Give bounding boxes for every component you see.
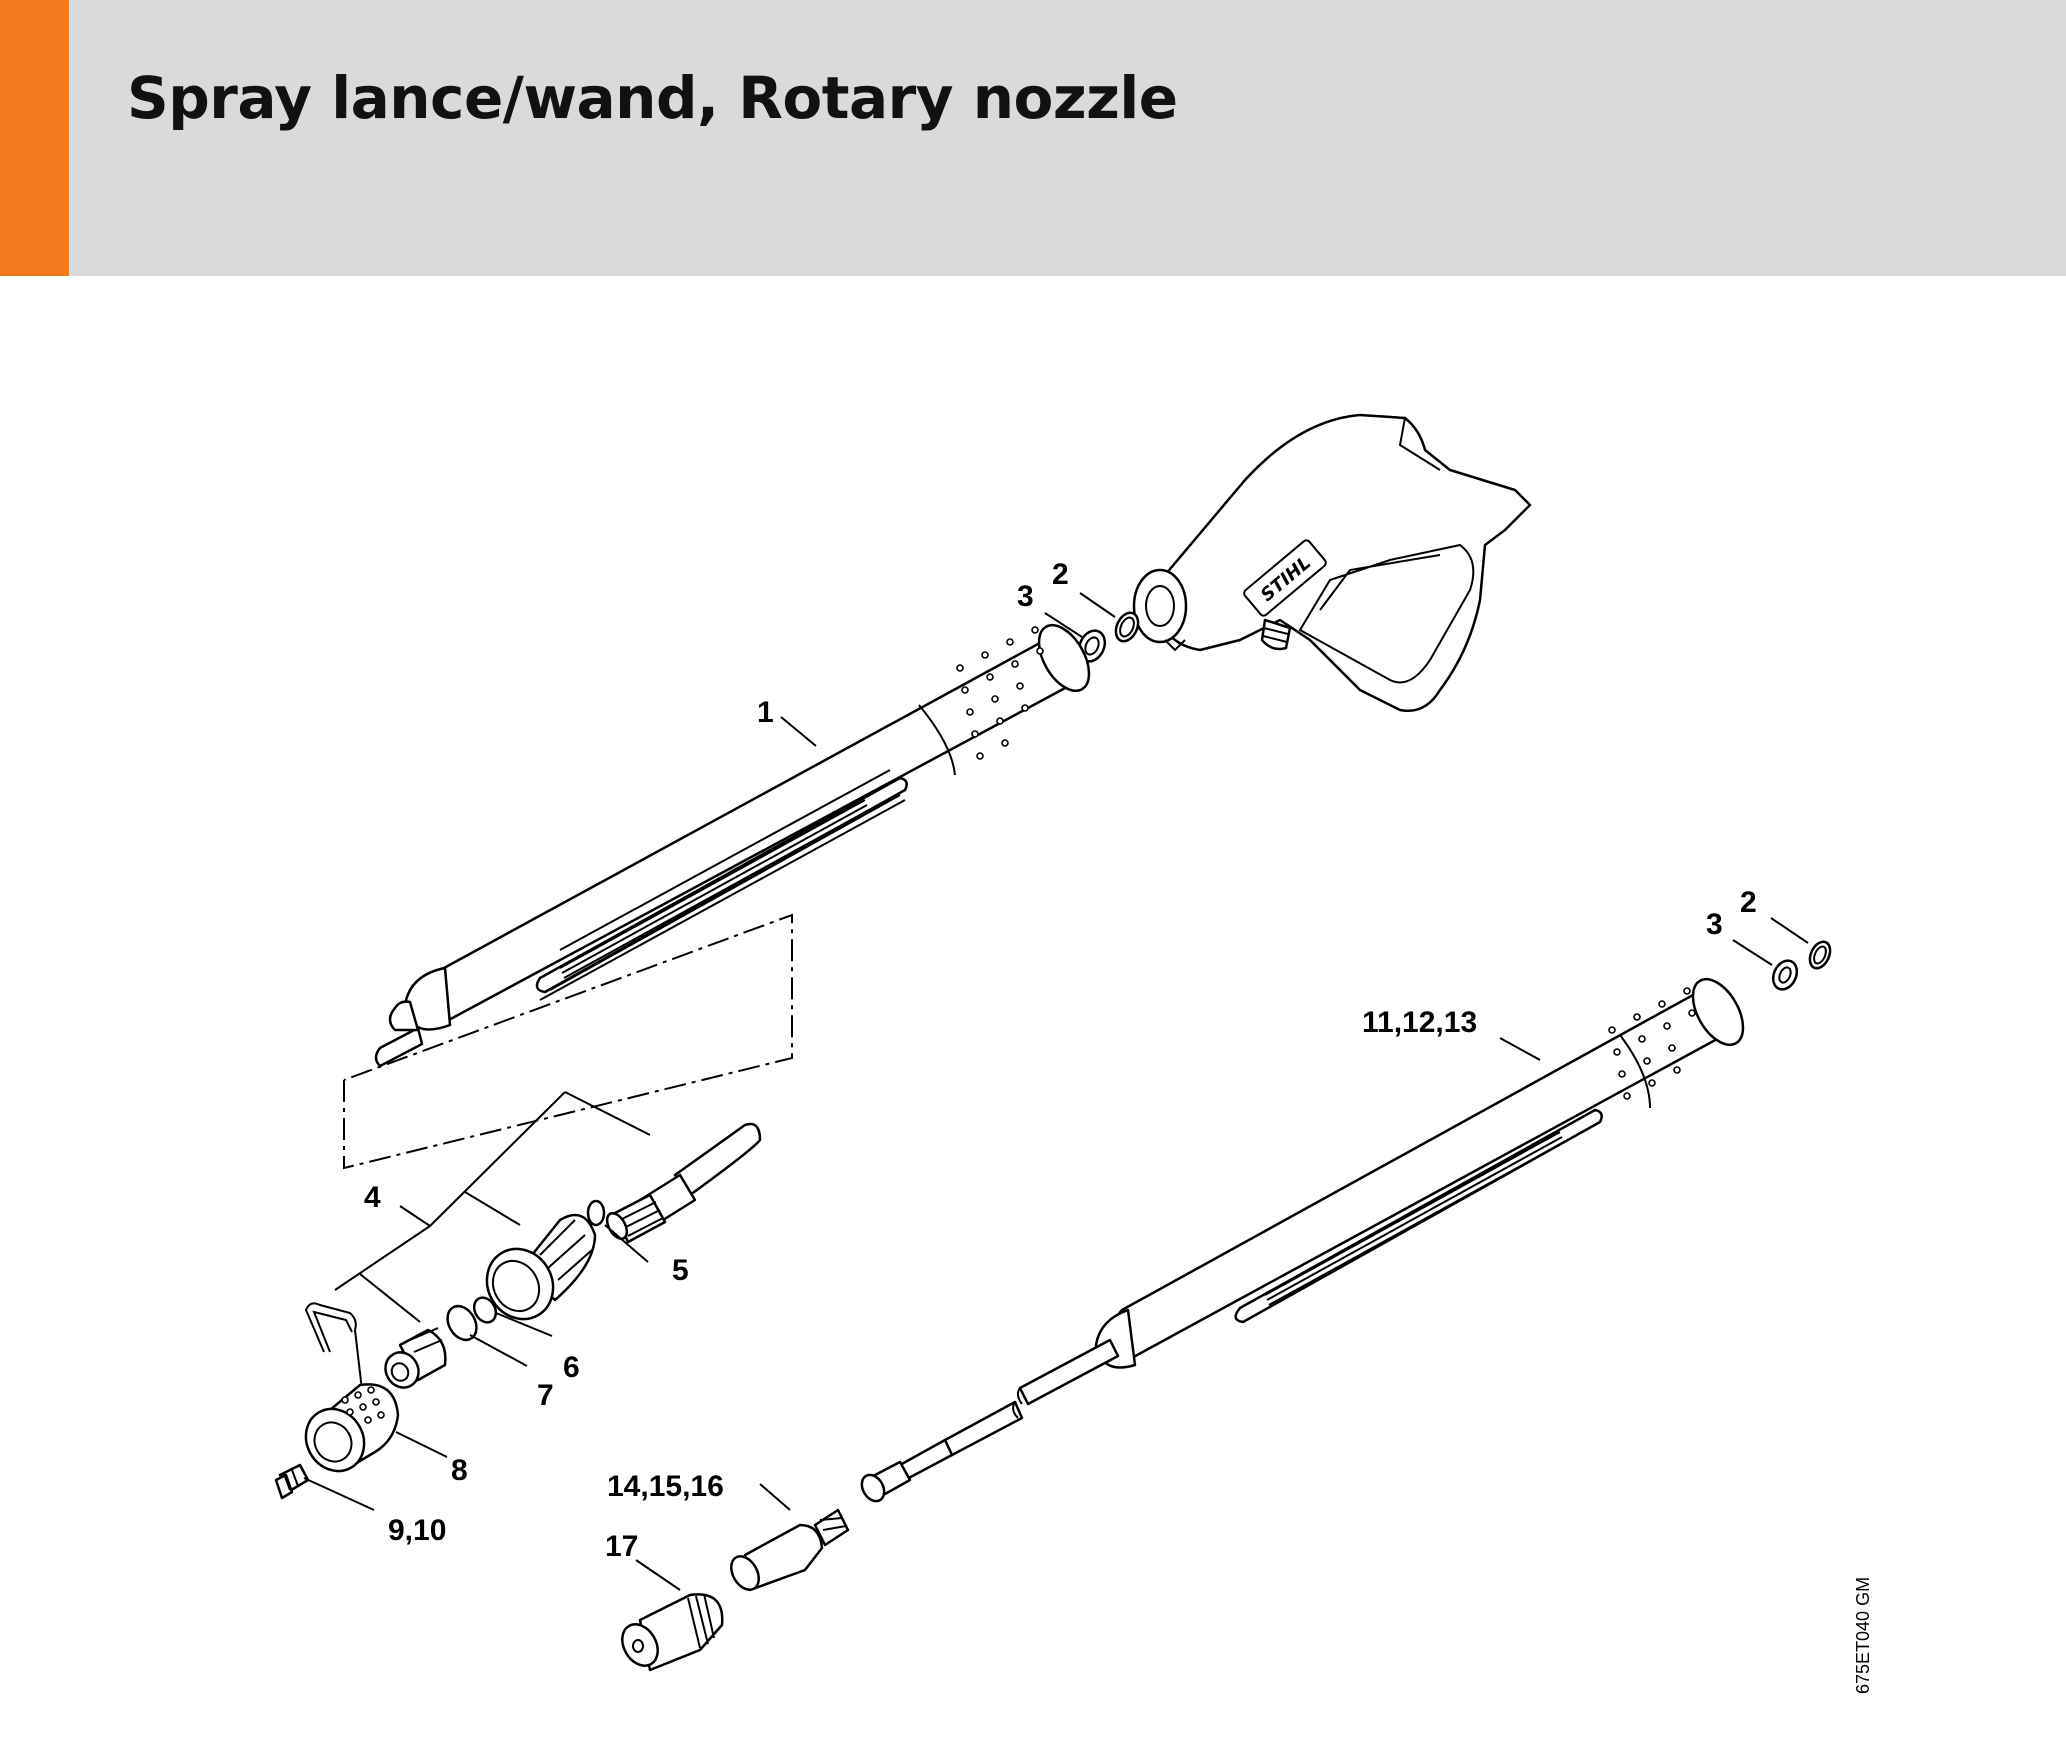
callout-1: 1 <box>757 696 774 729</box>
callout-7: 7 <box>537 1379 554 1412</box>
callout-3-top: 3 <box>1017 580 1034 613</box>
callout-2-top: 2 <box>1052 558 1069 591</box>
exploded-parts-diagram: STIHL <box>274 413 1873 1694</box>
drawing-code: 675ET040 GM <box>1853 1577 1873 1694</box>
page-title: Spray lance/wand, Rotary nozzle <box>127 64 1178 132</box>
lance-part-1 <box>374 624 1091 1068</box>
callout-6: 6 <box>563 1351 580 1384</box>
leader-lines <box>303 592 1809 1591</box>
callout-11-12-13: 11,12,13 <box>1362 1006 1477 1039</box>
callout-labels: 1 2 3 2 3 4 5 6 7 8 9,10 11,12,13 14,15,… <box>364 558 1757 1563</box>
o-ring-part-6 <box>472 1296 498 1324</box>
nozzle-housing-part-17 <box>621 1593 724 1672</box>
nozzle-body-part <box>384 1327 447 1389</box>
callout-8: 8 <box>451 1454 468 1487</box>
accent-bar <box>0 0 69 276</box>
callout-5: 5 <box>672 1254 689 1287</box>
callout-3-right: 3 <box>1706 908 1723 941</box>
header-banner: Spray lance/wand, Rotary nozzle <box>0 0 2066 276</box>
callout-4: 4 <box>364 1181 381 1214</box>
spray-gun: STIHL <box>1132 413 1532 713</box>
detail-frame <box>343 913 793 1170</box>
callout-14-15-16: 14,15,16 <box>607 1470 724 1503</box>
nozzle-cap-part-8 <box>304 1383 400 1473</box>
o-ring-part-7 <box>446 1304 478 1342</box>
callout-17: 17 <box>605 1530 638 1563</box>
rotary-cap-part-4 <box>485 1213 597 1321</box>
o-ring-part-5 <box>586 1199 606 1227</box>
hose-connector <box>605 1122 762 1244</box>
callout-9-10: 9,10 <box>388 1514 446 1547</box>
nozzle-insert-part-9-10 <box>274 1463 310 1500</box>
lance-part-11-12-13 <box>860 978 1745 1503</box>
seal-ring-part-2-top <box>1114 611 1140 643</box>
callout-2-right: 2 <box>1740 886 1757 919</box>
spacer-ring-part-3-right <box>1771 959 1799 991</box>
rotary-nozzle-part-14-15-16 <box>730 1508 850 1592</box>
seal-ring-part-2-right <box>1808 940 1832 970</box>
retaining-clip <box>304 1302 363 1391</box>
stihl-logo <box>1243 539 1327 617</box>
